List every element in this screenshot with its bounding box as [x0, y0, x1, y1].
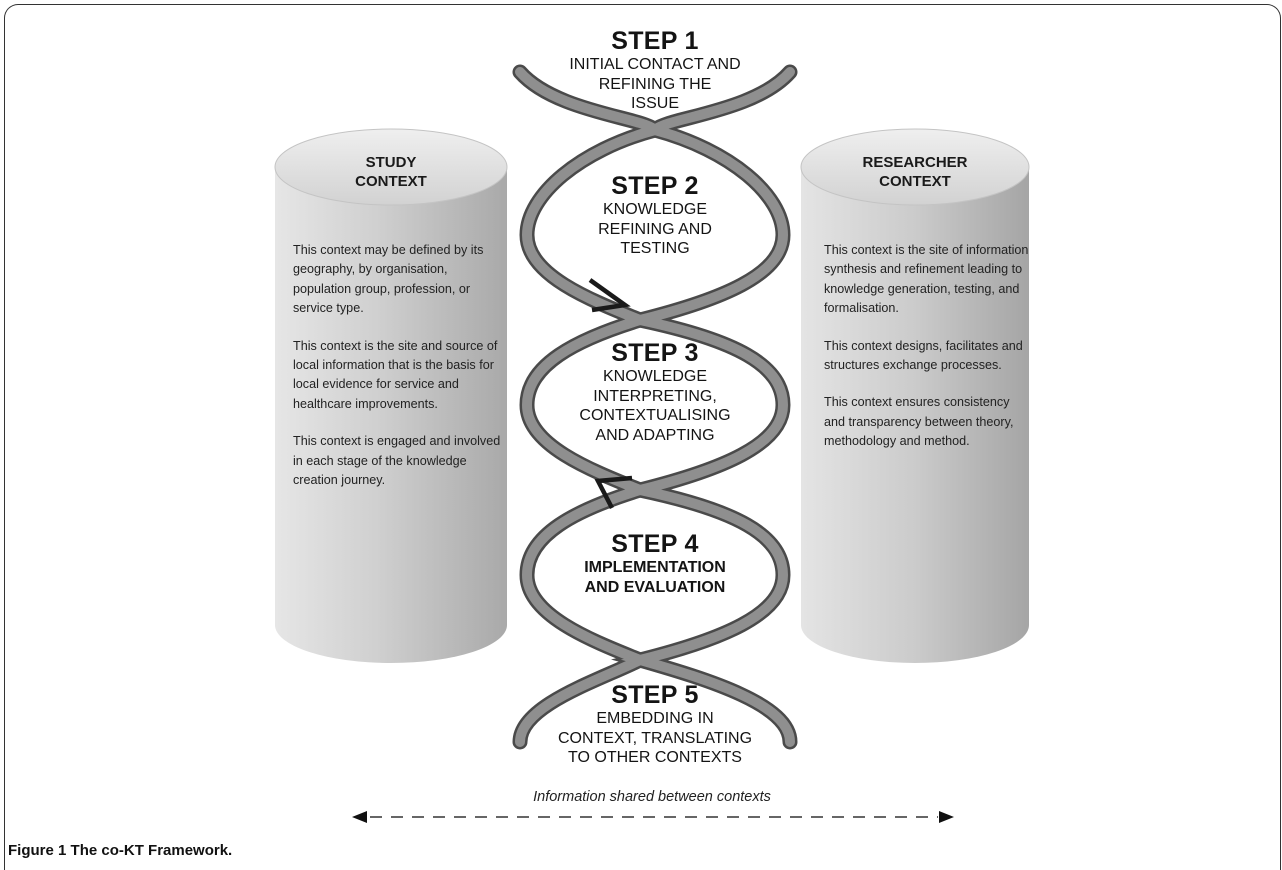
- arrow-right-icon: [939, 811, 954, 823]
- step-3: STEP 3 KNOWLEDGE INTERPRETING, CONTEXTUA…: [530, 340, 780, 445]
- step-5-title: STEP 5: [611, 681, 699, 709]
- researcher-context-body: This context is the site of information …: [824, 241, 1029, 470]
- researcher-context-cylinder: [800, 128, 1030, 663]
- arrow-left-icon: [352, 811, 367, 823]
- study-context-body: This context may be defined by its geogr…: [293, 241, 507, 508]
- step-2: STEP 2 KNOWLEDGE REFINING AND TESTING: [535, 173, 775, 259]
- helix-arrow-left-icon: [594, 475, 633, 510]
- figure-frame: [4, 4, 1281, 870]
- researcher-context-paragraph: This context ensures consistency and tra…: [824, 395, 1014, 449]
- helix-arrow-right-icon: [588, 278, 631, 313]
- study-context-paragraph: This context may be defined by its geogr…: [293, 243, 484, 316]
- step-5-description: EMBEDDING IN CONTEXT, TRANSLATING TO OTH…: [557, 710, 753, 766]
- step-4-description: IMPLEMENTATION AND EVALUATION: [584, 559, 726, 596]
- study-context-cylinder: [274, 128, 508, 663]
- shared-information-arrow: [352, 811, 954, 823]
- figure-caption: Figure 1 The co-KT Framework.: [8, 842, 232, 859]
- researcher-context-title: RESEARCHER CONTEXT: [862, 154, 968, 190]
- study-context-title: STUDY CONTEXT: [355, 154, 427, 190]
- step-1-description: INITIAL CONTACT AND REFINING THE ISSUE: [569, 56, 741, 112]
- shared-information-label: Information shared between contexts: [533, 789, 771, 805]
- step-2-description: KNOWLEDGE REFINING AND TESTING: [598, 201, 712, 257]
- step-1: STEP 1 INITIAL CONTACT AND REFINING THE …: [535, 28, 775, 114]
- researcher-context-paragraph: This context is the site of information …: [824, 243, 1029, 316]
- study-context-paragraph: This context is engaged and involved in …: [293, 434, 501, 488]
- step-1-title: STEP 1: [611, 27, 699, 55]
- double-helix: [512, 64, 798, 750]
- step-4: STEP 4 IMPLEMENTATION AND EVALUATION: [535, 531, 775, 597]
- researcher-context-paragraph: This context designs, facilitates and st…: [824, 338, 1023, 373]
- step-3-description: KNOWLEDGE INTERPRETING, CONTEXTUALISING …: [579, 368, 731, 444]
- step-4-title: STEP 4: [611, 530, 699, 558]
- step-3-title: STEP 3: [611, 339, 699, 367]
- study-context-paragraph: This context is the site and source of l…: [293, 338, 498, 411]
- step-5: STEP 5 EMBEDDING IN CONTEXT, TRANSLATING…: [520, 682, 790, 768]
- step-2-title: STEP 2: [611, 172, 699, 200]
- figure-caption-label: Figure 1: [8, 842, 67, 859]
- figure-caption-text: The co-KT Framework.: [70, 842, 233, 859]
